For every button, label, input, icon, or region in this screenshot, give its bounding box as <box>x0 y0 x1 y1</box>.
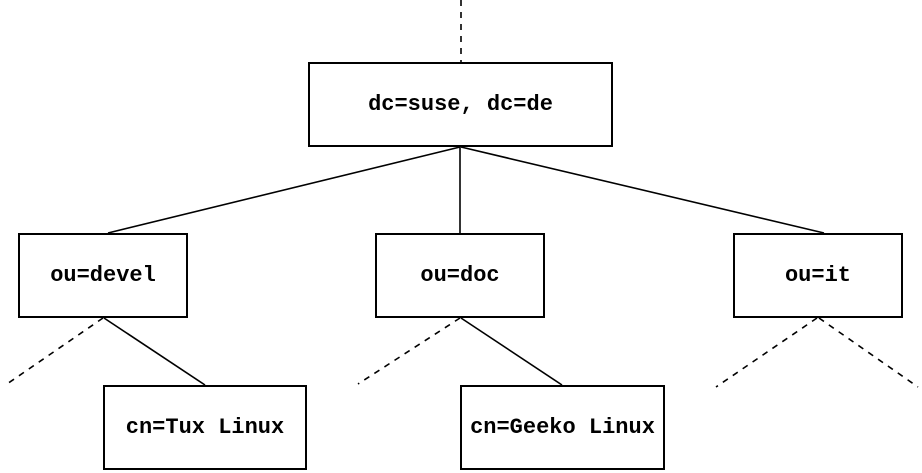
edge-doc-to-geeko <box>460 317 563 386</box>
edge-it-to-more-left <box>715 317 818 388</box>
edge-devel-to-tux <box>103 317 206 386</box>
node-dc-suse-de-label: dc=suse, dc=de <box>368 92 553 117</box>
node-ou-doc: ou=doc <box>375 233 545 318</box>
node-cn-tux-linux-label: cn=Tux Linux <box>125 415 285 440</box>
node-dc-suse-de: dc=suse, dc=de <box>308 62 613 147</box>
node-ou-it: ou=it <box>733 233 903 318</box>
node-cn-tux-linux: cn=Tux Linux <box>103 385 307 470</box>
node-ou-devel-label: ou=devel <box>50 263 156 288</box>
edge-it-to-more-right <box>818 317 919 388</box>
node-cn-geeko-linux: cn=Geeko Linux <box>460 385 665 470</box>
edge-root-to-it <box>460 146 825 234</box>
node-ou-devel: ou=devel <box>18 233 188 318</box>
node-ou-it-label: ou=it <box>784 263 851 288</box>
edge-doc-to-more <box>357 317 461 385</box>
node-cn-geeko-linux-label: cn=Geeko Linux <box>470 415 655 440</box>
edge-root-to-devel <box>107 146 461 234</box>
edge-devel-to-more <box>6 317 104 385</box>
node-ou-doc-label: ou=doc <box>420 263 500 288</box>
